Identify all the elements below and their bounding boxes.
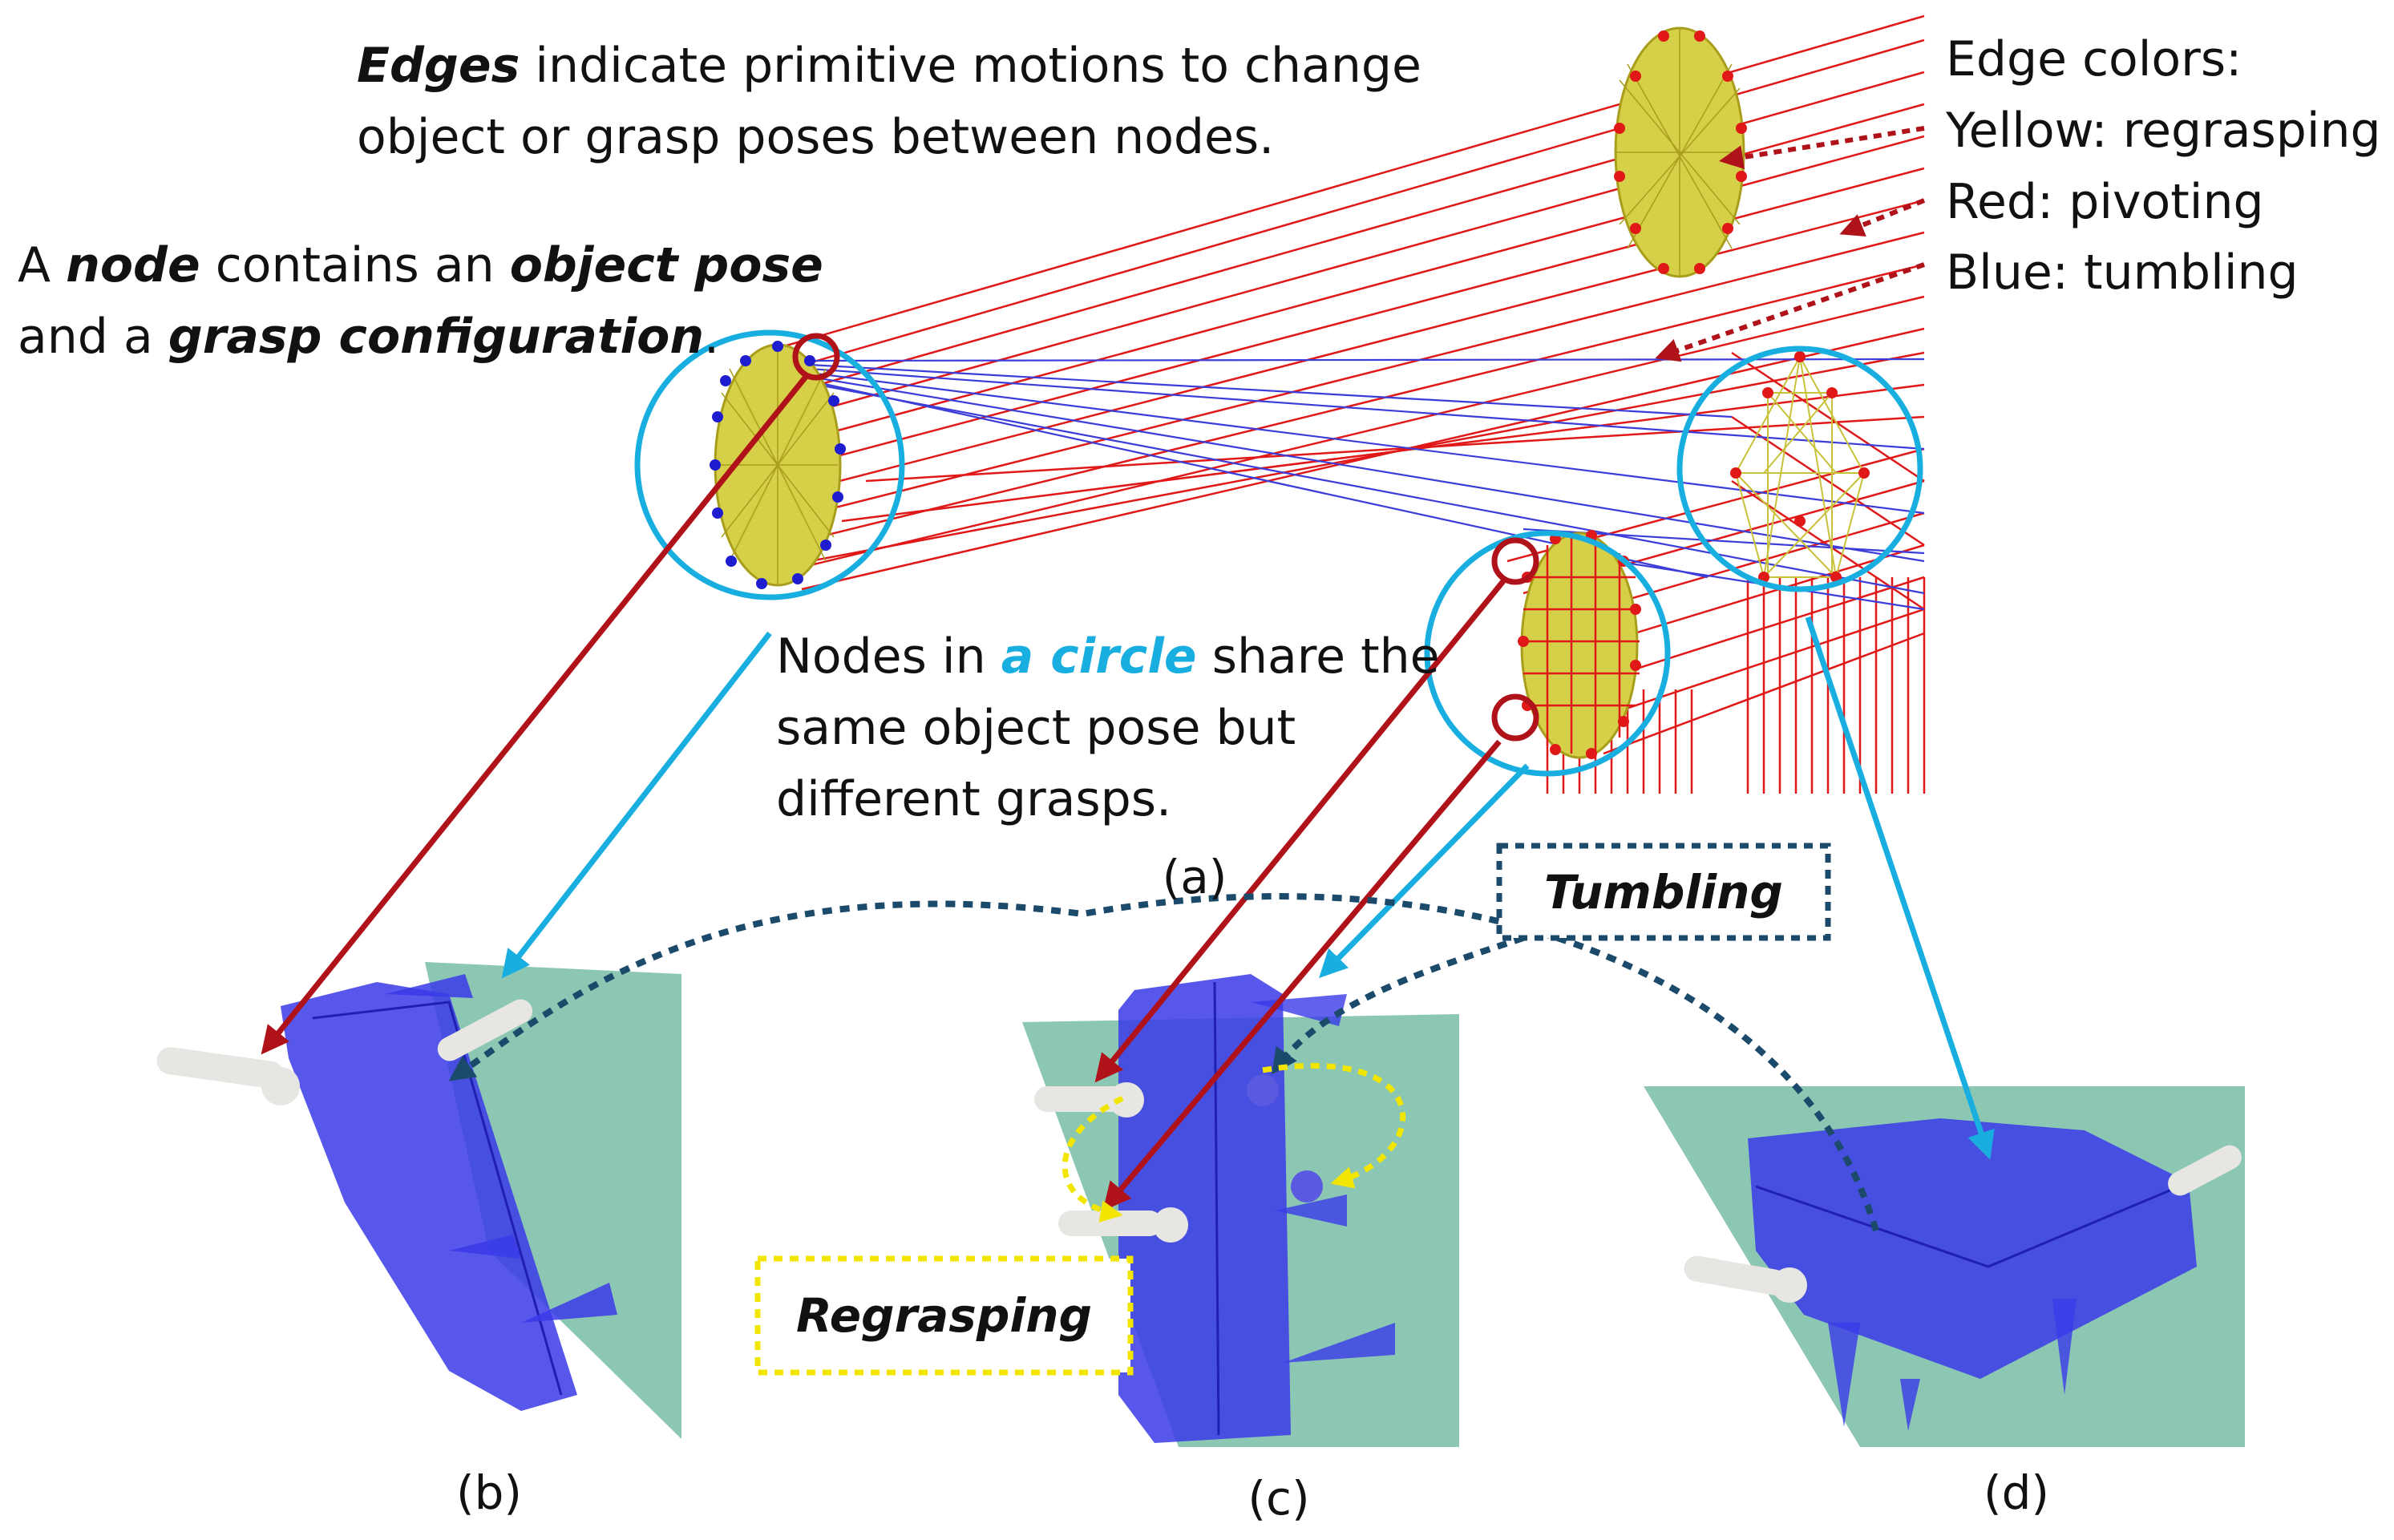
legend-pointers xyxy=(1655,126,1926,362)
panel-b-scene xyxy=(156,962,681,1439)
edges-line2-text: object or grasp poses between nodes. xyxy=(357,108,1275,165)
node-cluster-top xyxy=(1614,26,1747,278)
node-cluster-left xyxy=(710,341,846,589)
legend-title: Edge colors: xyxy=(1946,31,2242,87)
group-circle-middle xyxy=(1424,530,1671,777)
circle-text-a: Nodes in xyxy=(776,629,1001,685)
node-text-period: . xyxy=(704,308,720,365)
node-text-c: contains an xyxy=(200,237,510,293)
tumbling-label: Tumbling xyxy=(1544,864,1783,920)
legend-item-red: Red: pivoting xyxy=(1946,173,2264,230)
panel-a-label: (a) xyxy=(1162,850,1227,904)
edges-line1-text: indicate primitive motions to change xyxy=(520,38,1421,94)
node-to-scene-arrows xyxy=(261,374,1995,1211)
object-pose-keyword: object pose xyxy=(509,237,823,293)
tumbling-curves xyxy=(448,893,1879,1232)
group-circle-left xyxy=(634,329,905,600)
grasp-configuration-keyword: grasp configuration xyxy=(168,308,705,365)
node-keyword: node xyxy=(66,237,200,293)
panel-c-scene xyxy=(1022,974,1459,1447)
node-ring-middle-bottom xyxy=(1491,693,1539,742)
node-cluster-middle xyxy=(1518,530,1641,759)
regrasping-label-box xyxy=(754,1255,1134,1376)
a-circle-keyword: a circle xyxy=(1001,629,1197,685)
node-annotation: A node contains an object pose and a gra… xyxy=(18,230,823,373)
regrasping-label: Regrasping xyxy=(795,1288,1093,1343)
tumbling-edges xyxy=(809,358,1925,611)
panel-c-label: (c) xyxy=(1248,1471,1310,1526)
edges-annotation: Edges indicate primitive motions to chan… xyxy=(357,30,1421,173)
node-text-a: A xyxy=(18,237,67,293)
circle-text-c: share the xyxy=(1196,629,1440,685)
pivoting-edges xyxy=(761,14,1926,794)
manipulation-graph xyxy=(634,14,1926,794)
node-ring-left xyxy=(792,333,840,381)
circle-annotation: Nodes in a circle share the same object … xyxy=(776,621,1440,835)
panel-d-scene xyxy=(1644,1086,2245,1447)
legend-item-yellow: Yellow: regrasping xyxy=(1946,102,2381,159)
edge-color-legend: Edge colors: Yellow: regrasping Red: piv… xyxy=(1946,24,2381,309)
panel-d-label: (d) xyxy=(1983,1465,2050,1520)
group-circle-right xyxy=(1676,346,1923,592)
circle-line2: same object pose but xyxy=(776,699,1296,756)
edges-keyword: Edges xyxy=(357,38,520,94)
panel-b-label: (b) xyxy=(455,1465,523,1520)
regrasping-loop xyxy=(1062,1063,1406,1223)
tumbling-label-box xyxy=(1496,843,1831,941)
node-cluster-right xyxy=(1730,351,1870,583)
legend-item-blue: Blue: tumbling xyxy=(1946,245,2299,301)
node-text-e: and a xyxy=(18,308,168,365)
circle-line3: different grasps. xyxy=(776,770,1172,827)
node-ring-middle-top xyxy=(1491,537,1539,585)
